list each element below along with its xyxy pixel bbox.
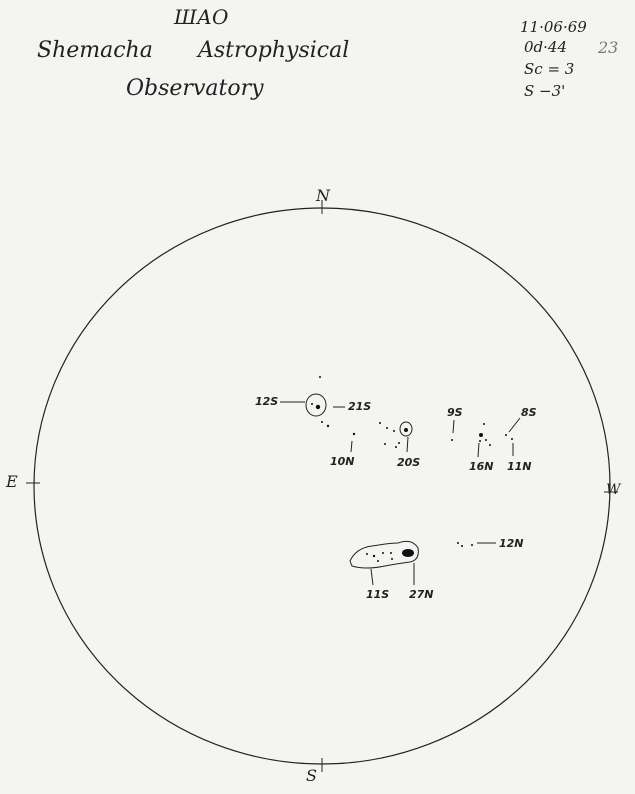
seeing-sc: Sc = 3 — [524, 60, 575, 78]
sunspot — [319, 376, 321, 378]
seeing-s: S −3' — [524, 82, 566, 100]
title-observatory: Observatory — [126, 76, 264, 101]
sunspot — [479, 433, 483, 437]
solar-disk — [33, 207, 611, 765]
compass-west: W — [606, 482, 621, 498]
group-label: 21S — [348, 400, 372, 413]
title-shemacha: Shemacha — [37, 38, 153, 63]
sheet-number: 23 — [598, 38, 619, 57]
observation-date: 11·06·69 — [520, 18, 587, 36]
group-label: 16N — [469, 460, 494, 473]
group-label: 27N — [409, 588, 434, 601]
sunspot-group-12s — [305, 393, 327, 417]
group-label: 11S — [366, 588, 390, 601]
title-astrophysical: Astrophysical — [198, 38, 350, 63]
group-label: 11N — [507, 460, 532, 473]
group-label: 9S — [447, 406, 463, 419]
leader-line — [477, 442, 480, 458]
sunspot-group-20s — [399, 421, 413, 437]
org-abbrev: ШАО — [174, 5, 229, 29]
leader-line — [452, 419, 455, 434]
group-label: 20S — [397, 456, 421, 469]
group-label: 10N — [330, 455, 355, 468]
compass-east: E — [6, 472, 18, 491]
sunspot-group-11s-27n — [349, 540, 419, 569]
sunspot — [311, 403, 313, 405]
sunspot — [315, 404, 321, 410]
group-label: 12S — [255, 395, 279, 408]
sunspot — [321, 421, 323, 423]
sunspot — [352, 432, 356, 436]
group-label: 12N — [499, 537, 524, 550]
leader-line — [406, 436, 409, 453]
sunspot — [404, 428, 408, 432]
group-label: 8S — [521, 406, 537, 419]
leader-line — [370, 568, 374, 586]
observation-time: 0d·44 — [524, 38, 568, 56]
leader-line — [508, 417, 521, 433]
compass-north: N — [316, 186, 330, 205]
leader-line — [350, 440, 353, 453]
sunspot — [326, 424, 330, 428]
compass-south: S — [306, 766, 317, 785]
